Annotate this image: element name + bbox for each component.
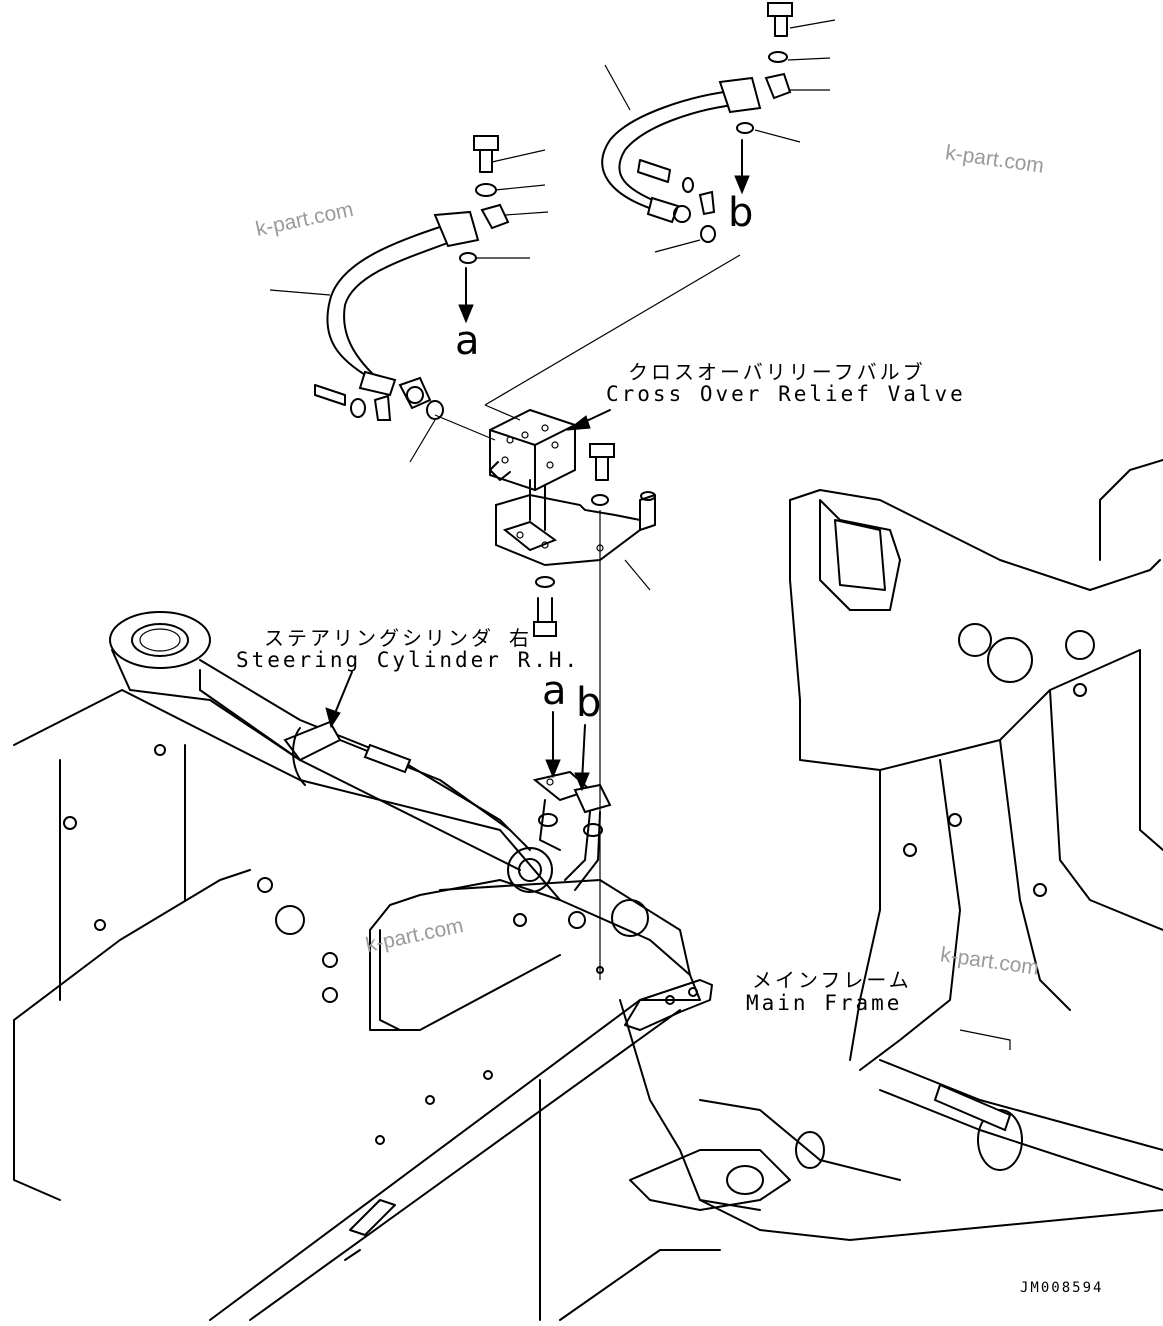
steering-cylinder [109,611,531,871]
main-frame-label-jp: メインフレーム [752,968,912,992]
steering-cylinder-label-en: Steering Cylinder R.H. [236,648,581,672]
steering-cylinder-label-jp: ステアリングシリンダ 右 [264,626,533,650]
marker-a-lower: a [542,668,567,714]
connection-fittings [532,770,612,891]
cross-over-relief-valve-label-jp: クロスオーバリリーフバルブ [628,360,926,384]
main-frame-label-en: Main Frame [746,991,903,1015]
cross-over-relief-valve-label-en: Cross Over Relief Valve [606,382,966,406]
hose-a [314,135,510,421]
marker-b-lower: b [576,680,602,726]
relief-valve-assembly [489,408,656,637]
drawing-code: JM008594 [1020,1280,1104,1296]
main-frame [13,459,1163,1321]
leader-lines [269,19,836,980]
marker-b-top: b [728,190,754,236]
arrows [325,139,750,792]
hose-b [601,2,793,243]
drive-shaft [879,1029,1163,1191]
marker-a-top: a [455,318,480,364]
